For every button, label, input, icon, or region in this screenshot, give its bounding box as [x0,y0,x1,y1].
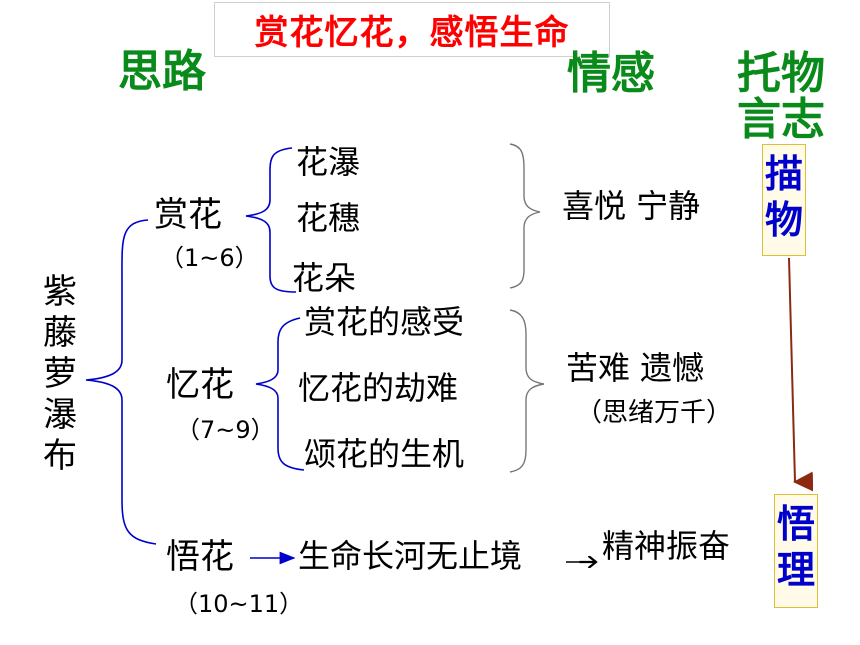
emotion-note: （思绪万千） [576,398,733,428]
arrow-describe-to-realize [788,257,814,492]
emotion-hardship-regret: 苦难 遗憾 [566,349,705,387]
item-flower-spike: 花穗 [296,199,361,237]
item-river-of-life: 生命长河无止境 [298,537,523,575]
emotion-brace-middle [509,309,545,473]
item-recall-hardship: 忆花的劫难 [298,369,459,407]
page-title: 赏花忆花，感悟生命 [214,2,610,57]
brace-appreciate [245,147,297,293]
emotion-uplifted-spirit: 精神振奋 [602,527,731,565]
root-brace [85,219,157,545]
box-realize: 悟理 [774,494,818,608]
item-flower-blossom: 花朵 [292,259,357,297]
root-title: 紫藤萝瀑布 [43,272,77,476]
branch-recall-label: 忆花 [166,365,234,405]
branch-recall-range: （7~9） [176,416,275,444]
branch-appreciate-range: （1~6） [160,244,259,272]
item-praise-vitality: 颂花的生机 [304,435,465,473]
branch-realize-label: 悟花 [166,537,234,577]
item-flower-waterfall: 花瀑 [296,143,361,181]
header-emotion: 情感 [567,48,655,99]
brace-recall [255,317,305,471]
header-metaphor-line1: 托物 [737,48,825,99]
emotion-joy-calm: 喜悦 宁静 [562,187,701,225]
branch-appreciate-label: 赏花 [154,195,222,235]
item-appreciation-feeling: 赏花的感受 [304,303,465,341]
branch-realize-range: （10~11） [174,590,304,618]
box-describe: 描物 [762,144,806,256]
header-metaphor-line2: 言志 [737,94,825,145]
emotion-brace-top [509,143,541,289]
header-route: 思路 [118,46,206,97]
